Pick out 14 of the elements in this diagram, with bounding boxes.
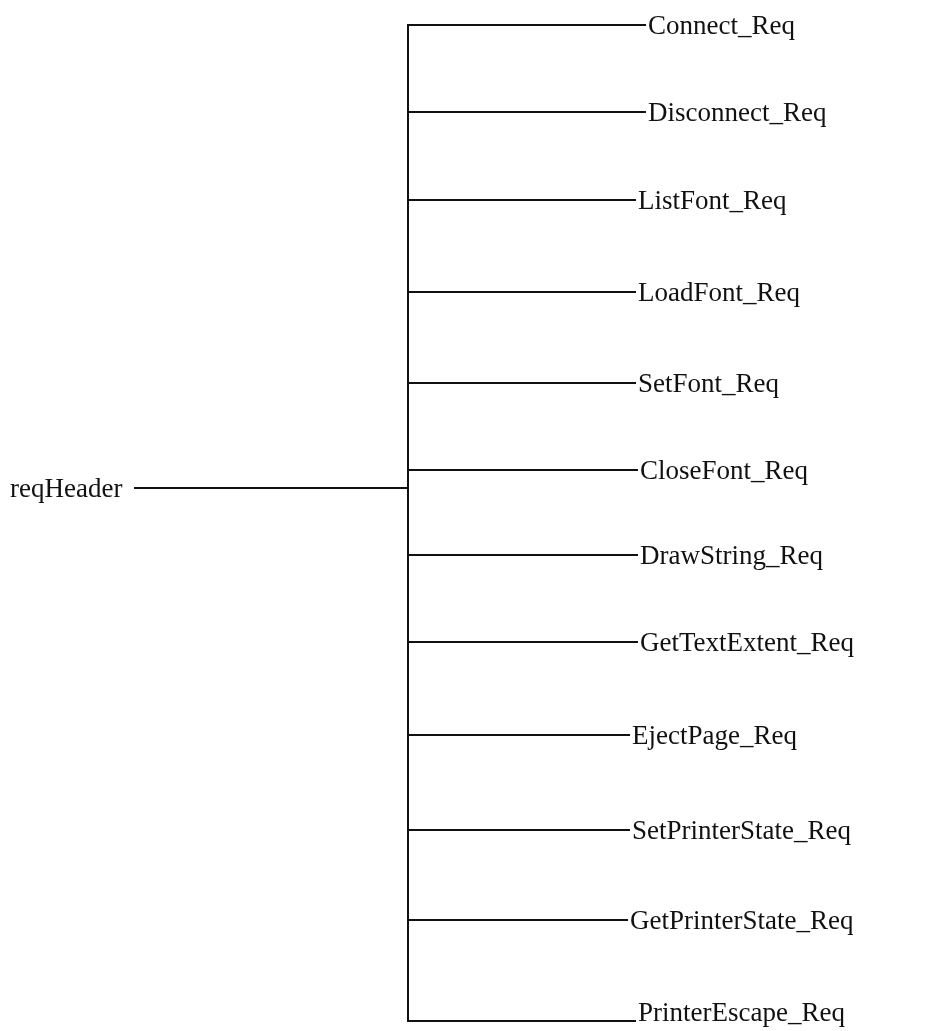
branch-label: GetTextExtent_Req bbox=[638, 624, 857, 660]
branch-label: DrawString_Req bbox=[638, 537, 825, 573]
branch-label: Connect_Req bbox=[646, 7, 797, 43]
branch-label: CloseFont_Req bbox=[638, 452, 810, 488]
branch-label: GetPrinterState_Req bbox=[628, 902, 856, 938]
branch-label: Disconnect_Req bbox=[646, 94, 829, 130]
branch-label: LoadFont_Req bbox=[636, 274, 802, 310]
branch-label: ListFont_Req bbox=[636, 182, 789, 218]
branch-label: PrinterEscape_Req bbox=[636, 994, 847, 1030]
root-label: reqHeader bbox=[8, 470, 125, 506]
tree-connector bbox=[133, 487, 637, 1022]
branch-label: EjectPage_Req bbox=[630, 717, 799, 753]
branch-label: SetPrinterState_Req bbox=[630, 812, 853, 848]
branch-label: SetFont_Req bbox=[636, 365, 781, 401]
